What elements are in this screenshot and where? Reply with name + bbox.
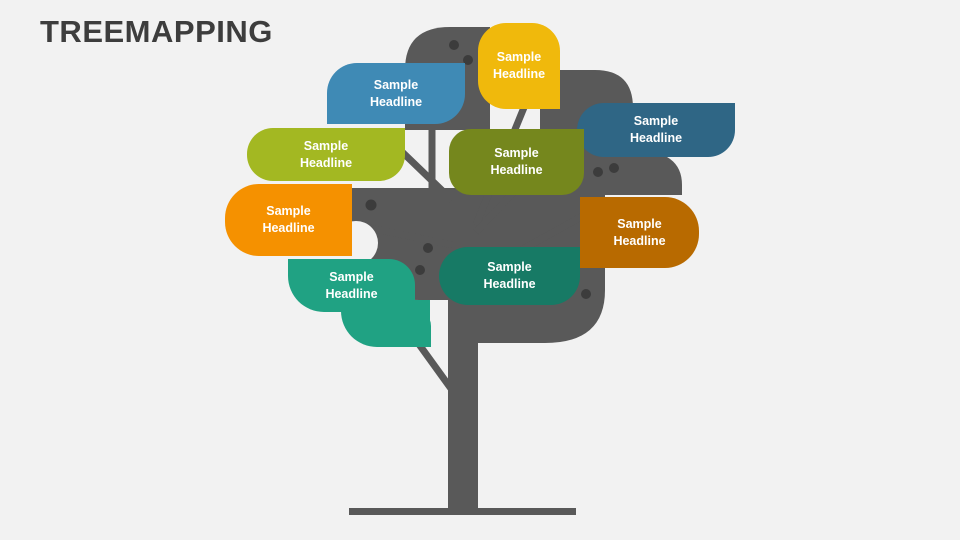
dot [449, 40, 459, 50]
dot [365, 199, 377, 211]
dot [581, 289, 591, 299]
node-dark-blue-line1: Sample [633, 114, 679, 128]
page-title: TREEMAPPING [40, 14, 273, 49]
node-blue-line2: Headline [369, 94, 423, 109]
node-olive-line1: Sample [494, 146, 539, 160]
node-orange-line1: Sample [266, 204, 311, 218]
node-dark-blue-line2: Headline [629, 131, 683, 145]
node-olive: Sample Headline [449, 129, 584, 195]
dot [415, 265, 425, 275]
node-dark-teal: Sample Headline [439, 247, 580, 305]
node-dark-teal-line1: Sample [487, 260, 532, 274]
node-lime-line1: Sample [303, 138, 349, 153]
node-lime: Sample Headline [247, 128, 405, 181]
node-brown-line2: Headline [613, 233, 666, 248]
node-orange-line2: Headline [262, 221, 315, 235]
node-brown: Sample Headline [580, 197, 699, 268]
node-yellow: Sample Headline [478, 23, 560, 109]
ground-line [349, 508, 576, 515]
dot [609, 163, 619, 173]
node-dark-blue: Sample Headline [577, 103, 735, 157]
node-brown-line1: Sample [617, 216, 662, 231]
node-teal: Sample Headline [288, 259, 415, 312]
node-blue-line1: Sample [373, 77, 419, 92]
dot [463, 55, 473, 65]
node-yellow-line1: Sample [496, 50, 542, 64]
branch-left-upper [395, 145, 455, 203]
node-teal-line1: Sample [329, 269, 374, 284]
dot [593, 167, 603, 177]
node-yellow-line2: Headline [492, 67, 546, 81]
node-teal-notch [413, 308, 431, 347]
node-dark-teal-line2: Headline [483, 277, 536, 291]
node-olive-line2: Headline [490, 163, 543, 177]
dot [423, 243, 433, 253]
node-lime-line2: Headline [299, 155, 353, 170]
node-orange: Sample Headline [225, 184, 352, 256]
node-blue: Sample Headline [327, 63, 465, 124]
node-teal-line2: Headline [325, 286, 378, 301]
